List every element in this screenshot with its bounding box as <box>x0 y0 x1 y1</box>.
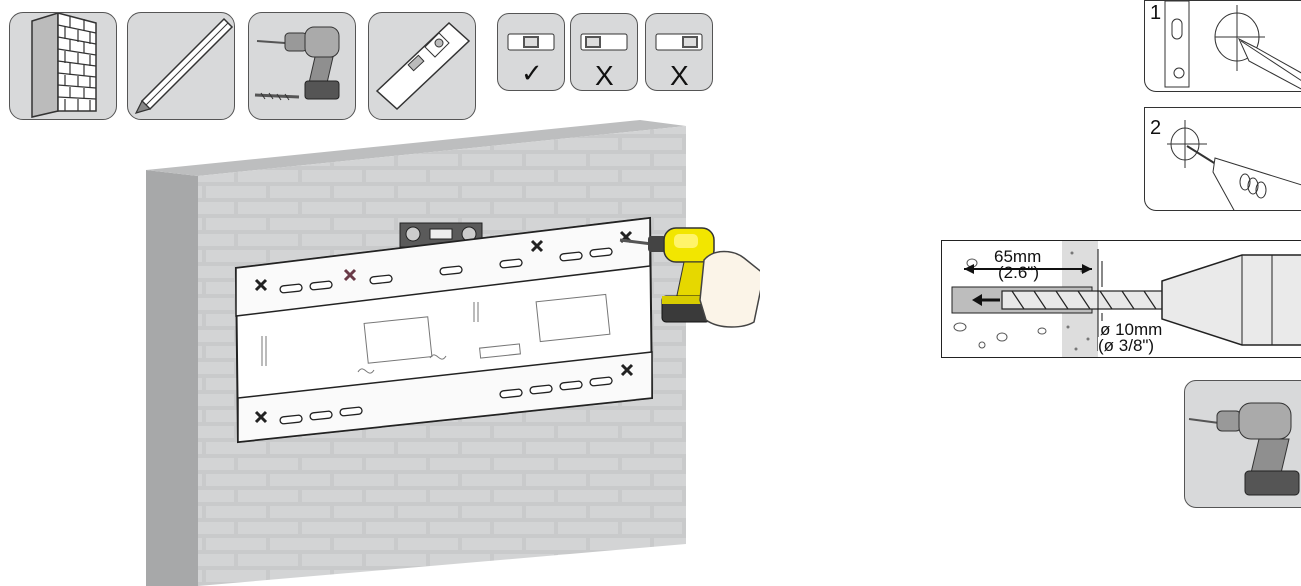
drill-icon <box>1188 402 1300 496</box>
level-icon <box>375 21 471 111</box>
drill-depth-diagram: 65mm (2.6") ø 10mm (ø 3/8") <box>941 240 1301 358</box>
drill-into-wall-icon <box>1167 120 1301 210</box>
pencil-icon <box>134 17 234 114</box>
hand <box>699 250 760 328</box>
drill-reminder-tile <box>1184 380 1301 508</box>
level-bubble-icon <box>655 33 703 51</box>
brick-wall-tool-tile <box>9 12 117 120</box>
diameter-inch-label: (ø 3/8") <box>1098 336 1155 355</box>
diameter-mm-label: ø 10mm <box>1100 320 1163 339</box>
level-check-correct: ✓ <box>497 13 565 91</box>
wall-side <box>146 170 198 586</box>
brick-wall-icon <box>31 13 97 118</box>
pencil-tool-tile <box>127 12 235 120</box>
depth-inch-label: (2.6") <box>998 263 1039 282</box>
drill-mark-x <box>254 410 268 424</box>
wall-mount-illustration <box>146 120 760 586</box>
x-mark: X <box>670 60 689 91</box>
step-number: 1 <box>1150 2 1162 24</box>
step-2-drill-panel: 2 <box>1144 107 1301 211</box>
step-number: 2 <box>1150 117 1162 139</box>
check-mark: ✓ <box>521 58 543 88</box>
level-check-wrong-2: X <box>645 13 713 91</box>
drill-mark-x <box>530 239 544 253</box>
wall-top <box>146 120 686 176</box>
drill-mark-x <box>343 268 357 282</box>
pencil-mark-icon <box>1164 1 1301 90</box>
drill-mark-x <box>620 363 634 377</box>
step-1-mark-panel: 1 <box>1144 0 1301 92</box>
level-tool-tile <box>368 12 476 120</box>
level-bubble-icon <box>580 33 628 51</box>
drill-mark-x <box>254 278 268 292</box>
mounting-plate <box>234 216 654 444</box>
drill-icon <box>254 26 340 101</box>
level-check-wrong-1: X <box>570 13 638 91</box>
drill-tool-tile <box>248 12 356 120</box>
depth-mm-label: 65mm <box>994 247 1042 266</box>
x-mark: X <box>595 60 614 91</box>
level-bubble-icon <box>507 33 555 51</box>
